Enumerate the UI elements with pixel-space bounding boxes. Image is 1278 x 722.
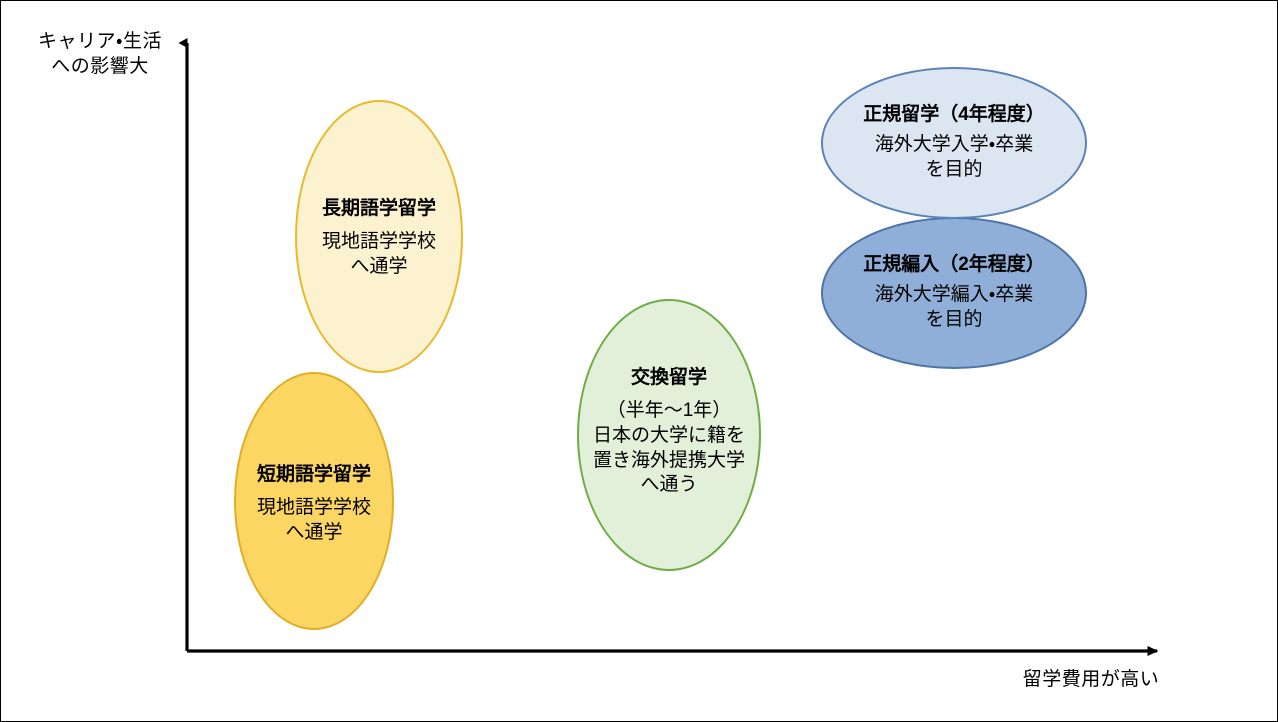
bubble-title: 正規編入（2年程度） (863, 254, 1045, 276)
bubble-title: 短期語学留学 (256, 463, 371, 485)
bubble-description: （半年～1年） 日本の大学に籍を 置き海外提携大学 へ通う (592, 400, 745, 496)
bubble-title: 長期語学留学 (321, 198, 436, 220)
bubble-title: 正規留学（4年程度） (863, 104, 1045, 126)
bubble-transfer-admission-2-years[interactable]: 正規編入（2年程度） 海外大学編入・卒業 を目的 (821, 217, 1087, 369)
bubble-long-term-language-study[interactable]: 長期語学留学 現地語学学校 へ通学 (295, 100, 463, 373)
y-axis-label: キャリア・生活 への影響大 (38, 31, 162, 78)
bubble-description: 現地語学学校 へ通学 (256, 496, 371, 543)
bubble-title: 交換留学 (630, 366, 707, 388)
bubble-description: 海外大学入学・卒業 を目的 (874, 134, 1034, 181)
bubble-exchange-study[interactable]: 交換留学 （半年～1年） 日本の大学に籍を 置き海外提携大学 へ通う (577, 299, 761, 571)
x-axis-label: 留学費用が高い (1022, 669, 1160, 690)
bubble-description: 海外大学編入・卒業 を目的 (874, 284, 1034, 331)
bubble-description: 現地語学学校 へ通学 (321, 231, 436, 278)
bubble-short-term-language-study[interactable]: 短期語学留学 現地語学学校 へ通学 (234, 372, 394, 630)
bubble-degree-study-4-years[interactable]: 正規留学（4年程度） 海外大学入学・卒業 を目的 (821, 67, 1087, 219)
